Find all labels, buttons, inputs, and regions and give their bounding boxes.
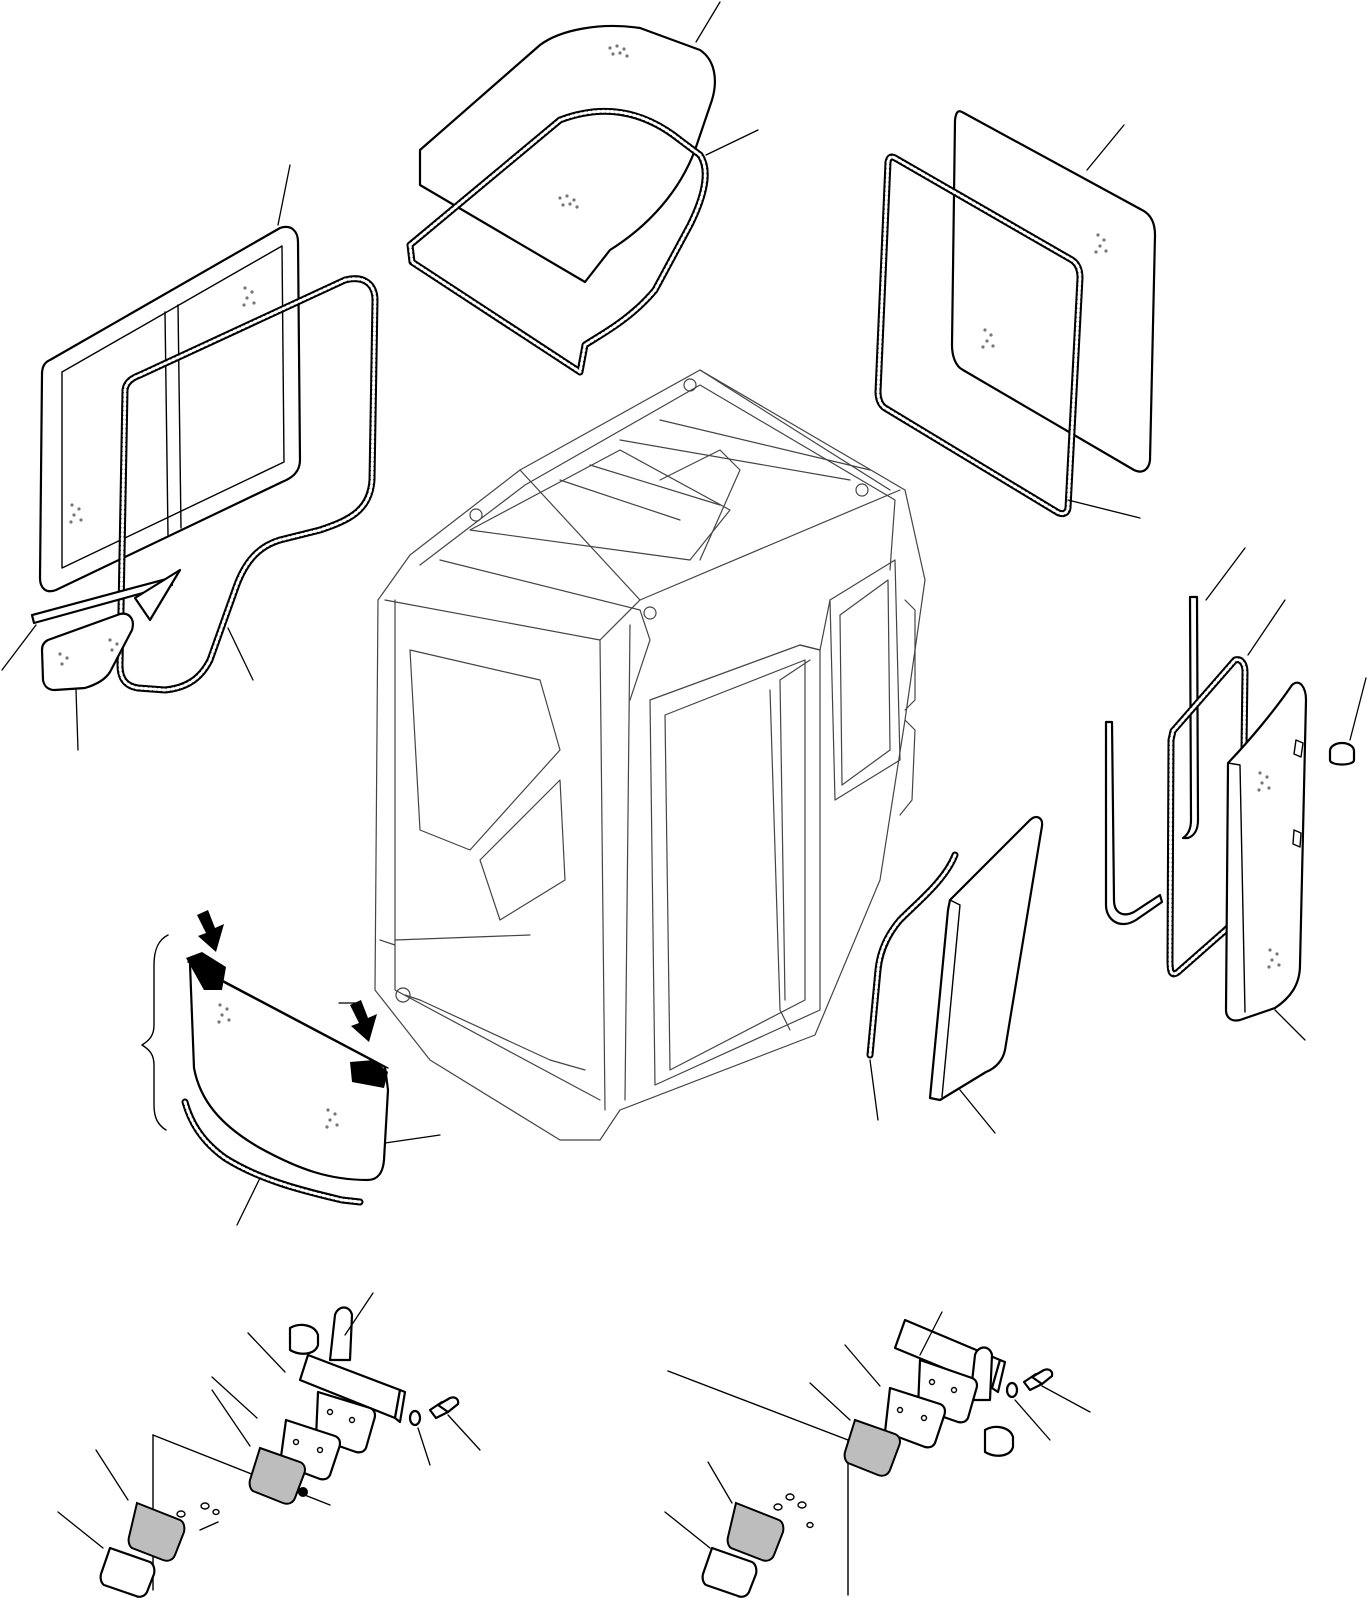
bolt-icon [428, 1396, 460, 1420]
lower-glass-strip-icon [30, 568, 182, 692]
hinge-left-icon [99, 1306, 407, 1598]
rear-glass-icon [950, 110, 1157, 473]
front-lower-glass-seal-icon [181, 1098, 364, 1206]
washer-icon [408, 1409, 422, 1427]
side-glass-seal-icon [116, 275, 379, 694]
corner-glass-icon [928, 816, 1044, 1102]
cab-frame-icon [374, 369, 926, 1141]
cap-icon [1328, 741, 1356, 766]
washer-icon [1005, 1381, 1019, 1399]
front-lower-glass-icon [186, 952, 390, 1182]
roof-glass-seal-icon [406, 107, 709, 376]
hinge-right-icon [667, 1318, 1015, 1598]
roof-glass-icon [418, 24, 716, 284]
rear-glass-seal-icon [874, 153, 1084, 518]
side-glass-frame-icon [38, 225, 302, 593]
corner-glass-seal-icon [866, 851, 959, 1059]
bracket-brace-icon [141, 934, 169, 1131]
door-glass-channel-icon [1104, 595, 1200, 926]
arrow-icon [197, 910, 377, 1042]
bolt-icon [1022, 1368, 1054, 1392]
door-glass-icon [1224, 681, 1308, 1022]
